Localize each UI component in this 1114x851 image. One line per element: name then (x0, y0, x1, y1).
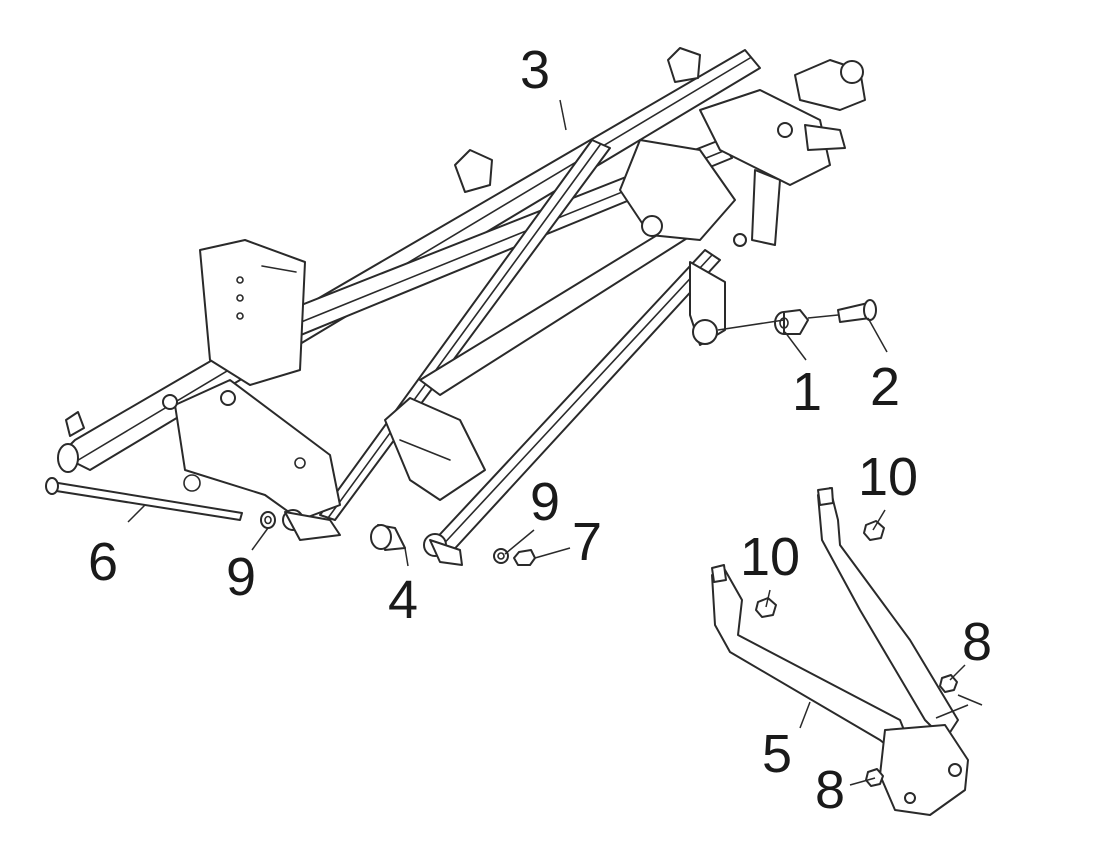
callout-7: 7 (572, 512, 602, 572)
callout-8-upper: 8 (962, 612, 992, 672)
part-9-washer-left (260, 511, 276, 529)
callout-9-left: 9 (226, 547, 256, 607)
callout-4: 4 (388, 570, 418, 630)
part-10-nut-left (755, 597, 777, 618)
callout-5: 5 (762, 724, 792, 784)
callout-6: 6 (88, 532, 118, 592)
part-9-washer-right (493, 548, 509, 564)
callout-10-right: 10 (858, 447, 918, 507)
part-5-rear-bar (711, 487, 969, 816)
callout-3: 3 (520, 40, 550, 100)
part-8-nut-upper (939, 674, 958, 693)
part-1-bushing (774, 309, 809, 335)
part-7-nut (513, 549, 536, 566)
part-4-spacer (370, 524, 406, 551)
main-frame (57, 47, 866, 566)
callout-8-lower: 8 (815, 760, 845, 820)
callout-1: 1 (792, 362, 822, 422)
part-10-nut-right (863, 520, 885, 541)
part-6-bolt (45, 477, 243, 521)
leader-lines (127, 99, 983, 786)
part-2-pin (837, 299, 877, 323)
callout-2: 2 (870, 357, 900, 417)
callouts: 1 2 3 4 5 6 7 8 8 9 9 10 10 (88, 40, 992, 820)
callout-10-left: 10 (740, 527, 800, 587)
callout-9-right: 9 (530, 472, 560, 532)
